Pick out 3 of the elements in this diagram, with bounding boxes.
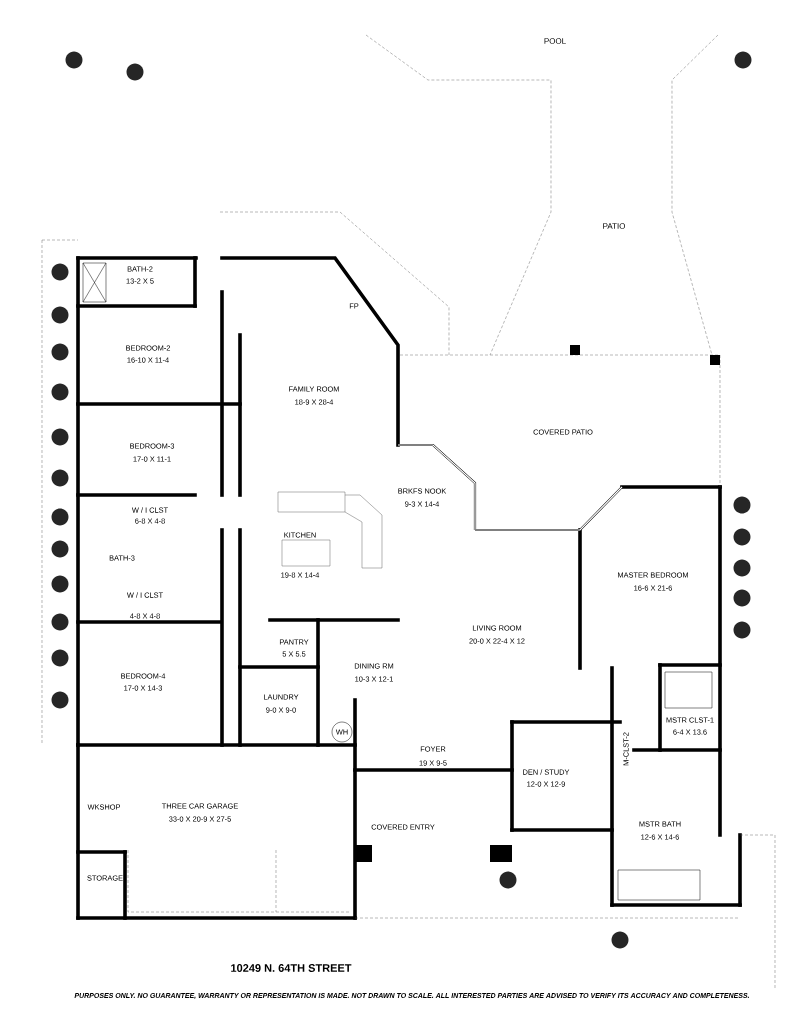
street-address: 10249 N. 64TH STREET	[231, 964, 352, 972]
pool-label: POOL	[544, 38, 566, 44]
patio-label: PATIO	[603, 223, 625, 229]
